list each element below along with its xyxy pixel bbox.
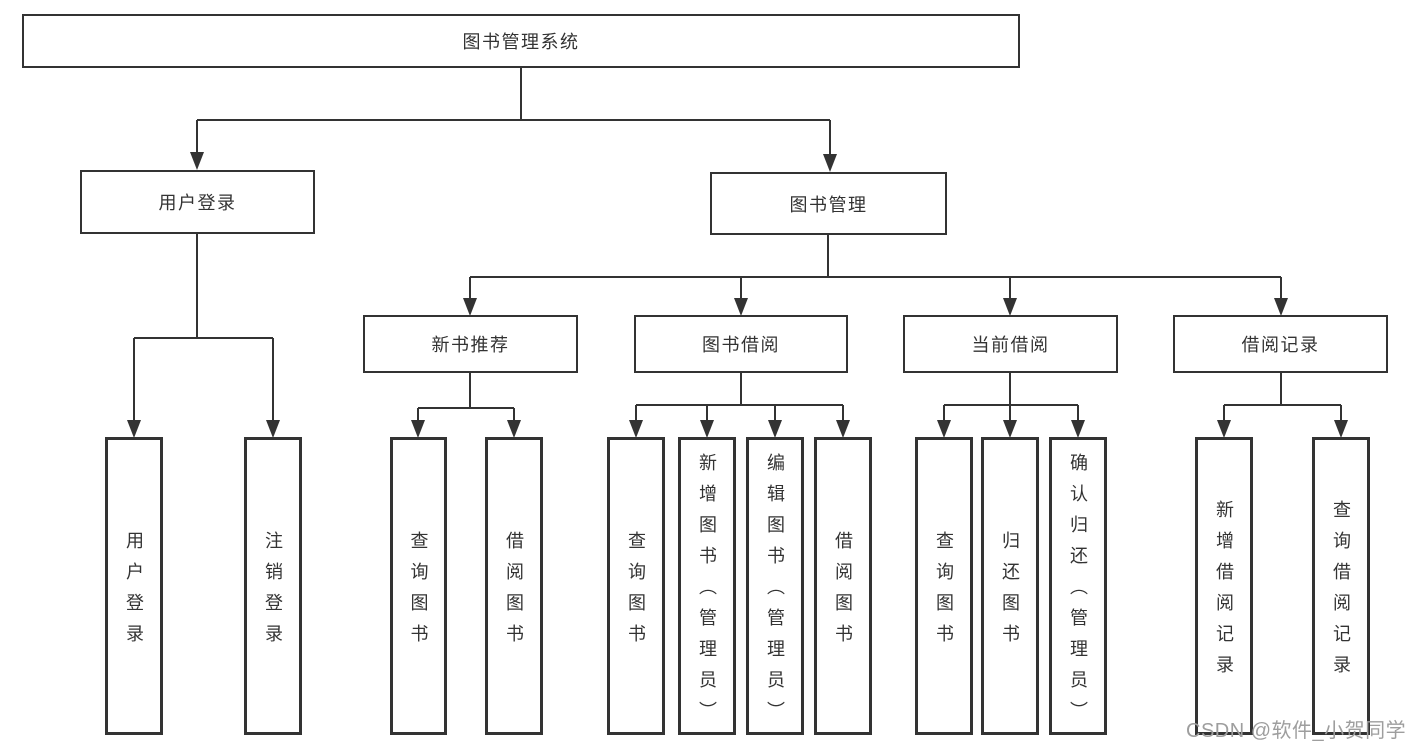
- arrowheads: [127, 152, 1348, 438]
- node-book-borrow-label: 图书借阅: [702, 335, 780, 355]
- node-new-book-recommend: 新书推荐: [363, 315, 578, 373]
- leaf-cb-return-book-label: 归还图书: [1000, 530, 1020, 655]
- node-user-login: 用户登录: [80, 170, 315, 234]
- node-borrow-record: 借阅记录: [1173, 315, 1388, 373]
- leaf-user-login-label: 用户登录: [124, 530, 144, 655]
- leaf-bb-edit-book-admin-label: 编辑图书（管理员）: [765, 453, 785, 732]
- node-current-borrow-label: 当前借阅: [971, 335, 1050, 355]
- leaf-bb-borrow-book: 借阅图书: [814, 437, 872, 735]
- leaf-bb-edit-book-admin: 编辑图书（管理员）: [746, 437, 804, 735]
- connector-segments: [133, 68, 1342, 426]
- leaf-nb-query-book: 查询图书: [390, 437, 447, 735]
- node-current-borrow: 当前借阅: [903, 315, 1118, 373]
- leaf-bb-add-book-admin-label: 新增图书（管理员）: [697, 453, 717, 732]
- node-book-management-label: 图书管理: [789, 194, 868, 215]
- leaf-cb-query-book: 查询图书: [915, 437, 973, 735]
- leaf-logout: 注销登录: [244, 437, 302, 735]
- watermark: CSDN @软件_小贺同学: [1186, 720, 1405, 742]
- node-book-borrow: 图书借阅: [634, 315, 848, 373]
- node-user-login-label: 用户登录: [158, 193, 237, 213]
- node-root-label: 图书管理系统: [462, 32, 580, 52]
- leaf-nb-borrow-book: 借阅图书: [485, 437, 543, 735]
- node-root: 图书管理系统: [22, 14, 1020, 68]
- leaf-cb-return-book: 归还图书: [981, 437, 1039, 735]
- leaf-logout-label: 注销登录: [263, 530, 283, 655]
- leaf-bb-query-book: 查询图书: [607, 437, 665, 735]
- leaf-cb-query-book-label: 查询图书: [934, 530, 954, 655]
- leaf-cb-confirm-return-admin: 确认归还（管理员）: [1049, 437, 1107, 735]
- leaf-user-login: 用户登录: [105, 437, 163, 735]
- leaf-bb-borrow-book-label: 借阅图书: [833, 530, 853, 655]
- node-book-management: 图书管理: [710, 172, 947, 235]
- leaf-nb-query-book-label: 查询图书: [408, 530, 429, 655]
- leaf-bb-query-book-label: 查询图书: [626, 530, 646, 655]
- leaf-cb-confirm-return-admin-label: 确认归还（管理员）: [1068, 453, 1088, 732]
- node-borrow-record-label: 借阅记录: [1241, 335, 1320, 355]
- leaf-br-add-record: 新增借阅记录: [1195, 437, 1253, 735]
- leaf-nb-borrow-book-label: 借阅图书: [504, 530, 524, 655]
- leaf-br-add-record-label: 新增借阅记录: [1214, 499, 1234, 686]
- leaf-bb-add-book-admin: 新增图书（管理员）: [678, 437, 736, 735]
- leaf-br-query-record-label: 查询借阅记录: [1331, 499, 1351, 686]
- leaf-br-query-record: 查询借阅记录: [1312, 437, 1370, 735]
- node-new-book-recommend-label: 新书推荐: [431, 335, 510, 355]
